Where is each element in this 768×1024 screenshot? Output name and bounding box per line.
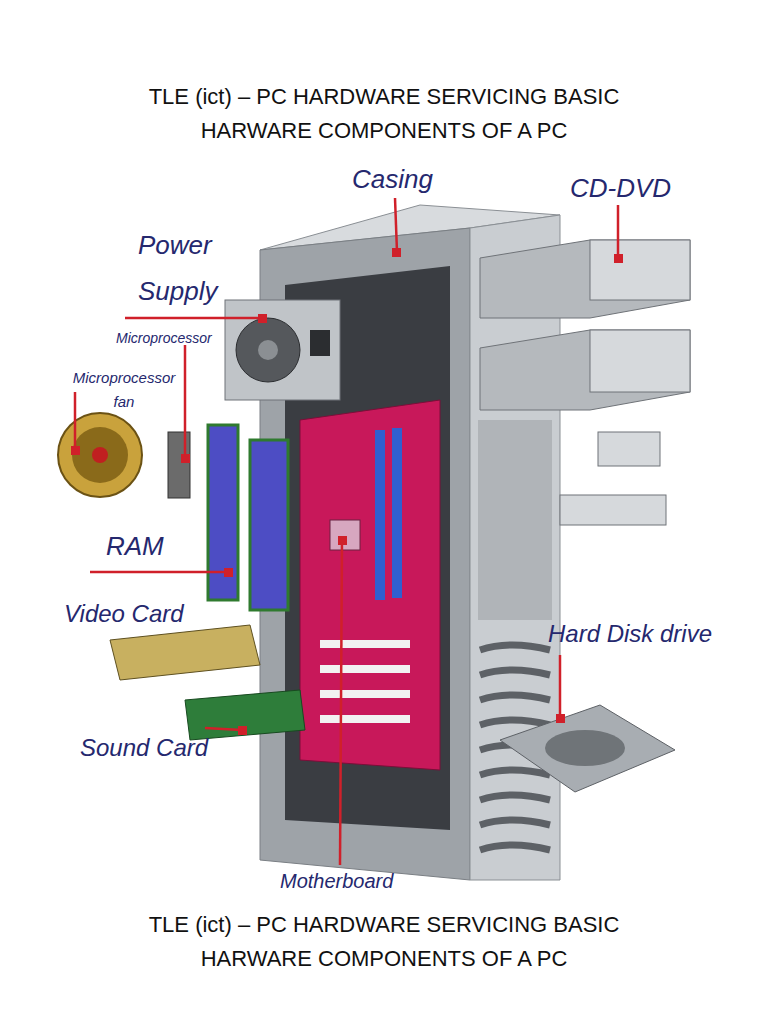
- drive-face: [590, 330, 690, 392]
- card-reader: [560, 495, 666, 525]
- motherboard-board: [300, 400, 440, 770]
- part-label: Microprocessor fan: [68, 366, 180, 414]
- part-label: Video Card: [64, 598, 214, 630]
- page-caption: TLE (ict) – PC HARDWARE SERVICING BASIC …: [124, 908, 644, 976]
- leader-end: [392, 248, 401, 257]
- part-label: RAM: [106, 530, 186, 562]
- leader-line: [184, 345, 187, 458]
- leader-line: [74, 392, 77, 450]
- front-mesh: [478, 420, 552, 620]
- part-label: Motherboard: [280, 868, 420, 894]
- sound-card: [185, 690, 305, 740]
- ram-stick: [250, 440, 288, 610]
- board-slot: [375, 430, 385, 600]
- leader-line: [395, 198, 397, 252]
- pci-slot: [320, 665, 410, 673]
- cpu-fan-hub: [92, 447, 108, 463]
- leader-line: [617, 205, 620, 258]
- floppy-drive: [598, 432, 660, 466]
- part-label: Hard Disk drive: [548, 618, 748, 650]
- part-label: Microprocessor: [116, 329, 256, 347]
- leader-line: [559, 655, 562, 718]
- psu-fan-hub: [258, 340, 278, 360]
- leader-line: [125, 317, 262, 320]
- drive-face: [590, 240, 690, 300]
- cd-dvd-drive: [480, 330, 690, 410]
- pci-slot: [320, 715, 410, 723]
- leader-end: [71, 446, 80, 455]
- part-label: Casing: [352, 163, 452, 195]
- leader-line: [90, 571, 228, 574]
- leader-end: [258, 314, 267, 323]
- part-label: Sound Card: [80, 732, 230, 764]
- leader-end: [338, 536, 347, 545]
- page-title: TLE (ict) – PC HARDWARE SERVICING BASIC …: [124, 80, 644, 148]
- leader-line: [340, 540, 342, 865]
- psu-fan: [236, 318, 300, 382]
- cpu-socket: [330, 520, 360, 550]
- power-supply-unit: [225, 300, 340, 400]
- psu-socket: [310, 330, 330, 356]
- hard-disk-platter: [545, 730, 625, 766]
- video-card: [110, 625, 260, 680]
- part-label: CD-DVD: [570, 172, 680, 204]
- cpu-fan: [58, 413, 142, 497]
- leader-end: [614, 254, 623, 263]
- pci-slot: [320, 640, 410, 648]
- leader-line: [205, 728, 242, 730]
- ram-stick: [208, 425, 238, 600]
- hard-disk-drive: [500, 705, 675, 792]
- leader-end: [238, 726, 247, 735]
- board-slot: [392, 428, 402, 598]
- part-label: Power Supply: [138, 222, 230, 314]
- leader-end: [556, 714, 565, 723]
- cpu-fan-blades: [72, 427, 128, 483]
- cd-dvd-drive: [480, 240, 690, 318]
- microprocessor-chip: [168, 432, 190, 498]
- pci-slot: [320, 690, 410, 698]
- leader-end: [224, 568, 233, 577]
- leader-end: [181, 454, 190, 463]
